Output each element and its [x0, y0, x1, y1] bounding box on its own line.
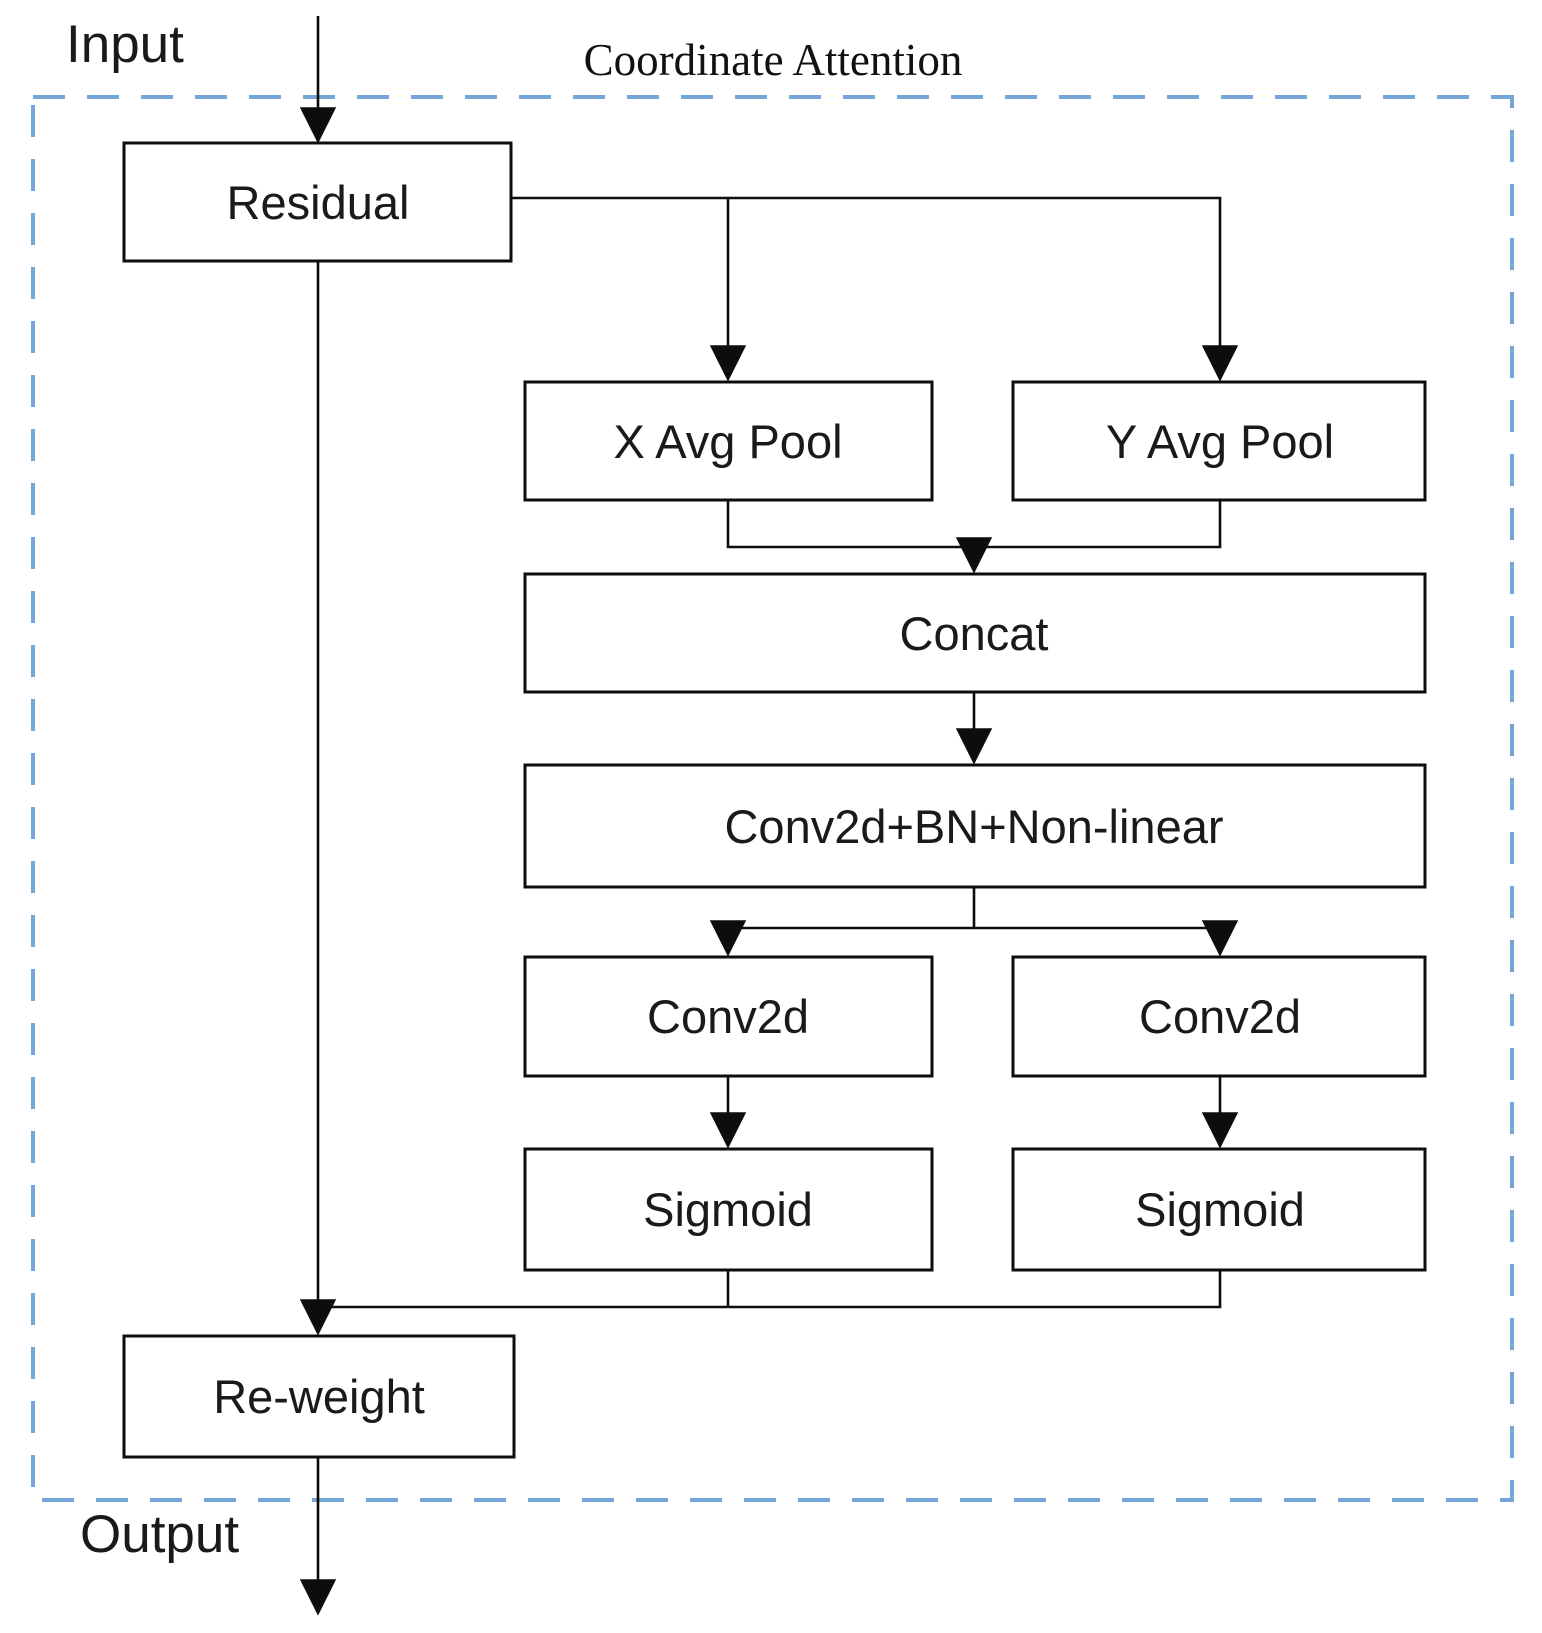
x-avg-pool-box: [523, 380, 934, 502]
edge-residual-to-y-avg-pool: [511, 196, 1239, 382]
module-boundary-dashed-box: [31, 95, 1514, 1502]
y-avg-pool-box: [1011, 380, 1427, 502]
y-avg-pool-box-label: Y Avg Pool: [1106, 415, 1334, 468]
diagram-title: Coordinate Attention: [584, 35, 963, 85]
node-x-avg-pool: X Avg Pool: [523, 380, 934, 502]
sigmoid-left-box-label: Sigmoid: [643, 1183, 813, 1236]
sigmoid-right-box-label: Sigmoid: [1135, 1183, 1305, 1236]
conv2d-left-box: [523, 955, 934, 1078]
node-reweight: Re-weight: [122, 1334, 516, 1459]
reweight-box-label: Re-weight: [213, 1370, 425, 1423]
residual-box-label: Residual: [227, 176, 410, 229]
concat-box: [523, 572, 1427, 694]
node-y-avg-pool: Y Avg Pool: [1011, 380, 1427, 502]
concat-box-label: Concat: [900, 607, 1049, 660]
input-label: Input: [66, 15, 184, 74]
node-sigmoid-left: Sigmoid: [523, 1147, 934, 1272]
conv-bn-nonlinear-box: [523, 763, 1427, 889]
node-conv-bn-nonlinear: Conv2d+BN+Non-linear: [523, 763, 1427, 889]
node-sigmoid-right: Sigmoid: [1011, 1147, 1427, 1272]
reweight-box: [122, 1334, 516, 1459]
conv-bn-nonlinear-box-label: Conv2d+BN+Non-linear: [724, 800, 1223, 853]
edges: [299, 16, 1239, 1616]
node-conv2d-right: Conv2d: [1011, 955, 1427, 1078]
node-concat: Concat: [523, 572, 1427, 694]
sigmoid-right-box: [1011, 1147, 1427, 1272]
edge-pools-merge: [726, 500, 1222, 549]
node-residual: Residual: [122, 141, 513, 263]
conv2d-left-box-label: Conv2d: [647, 990, 809, 1043]
node-conv2d-left: Conv2d: [523, 955, 934, 1078]
residual-box: [122, 141, 513, 263]
conv2d-right-box-label: Conv2d: [1139, 990, 1301, 1043]
x-avg-pool-box-label: X Avg Pool: [613, 415, 842, 468]
conv2d-right-box: [1011, 955, 1427, 1078]
sigmoid-left-box: [523, 1147, 934, 1272]
output-label: Output: [80, 1505, 239, 1564]
edge-sigmoid-right-merge: [318, 1270, 1222, 1309]
